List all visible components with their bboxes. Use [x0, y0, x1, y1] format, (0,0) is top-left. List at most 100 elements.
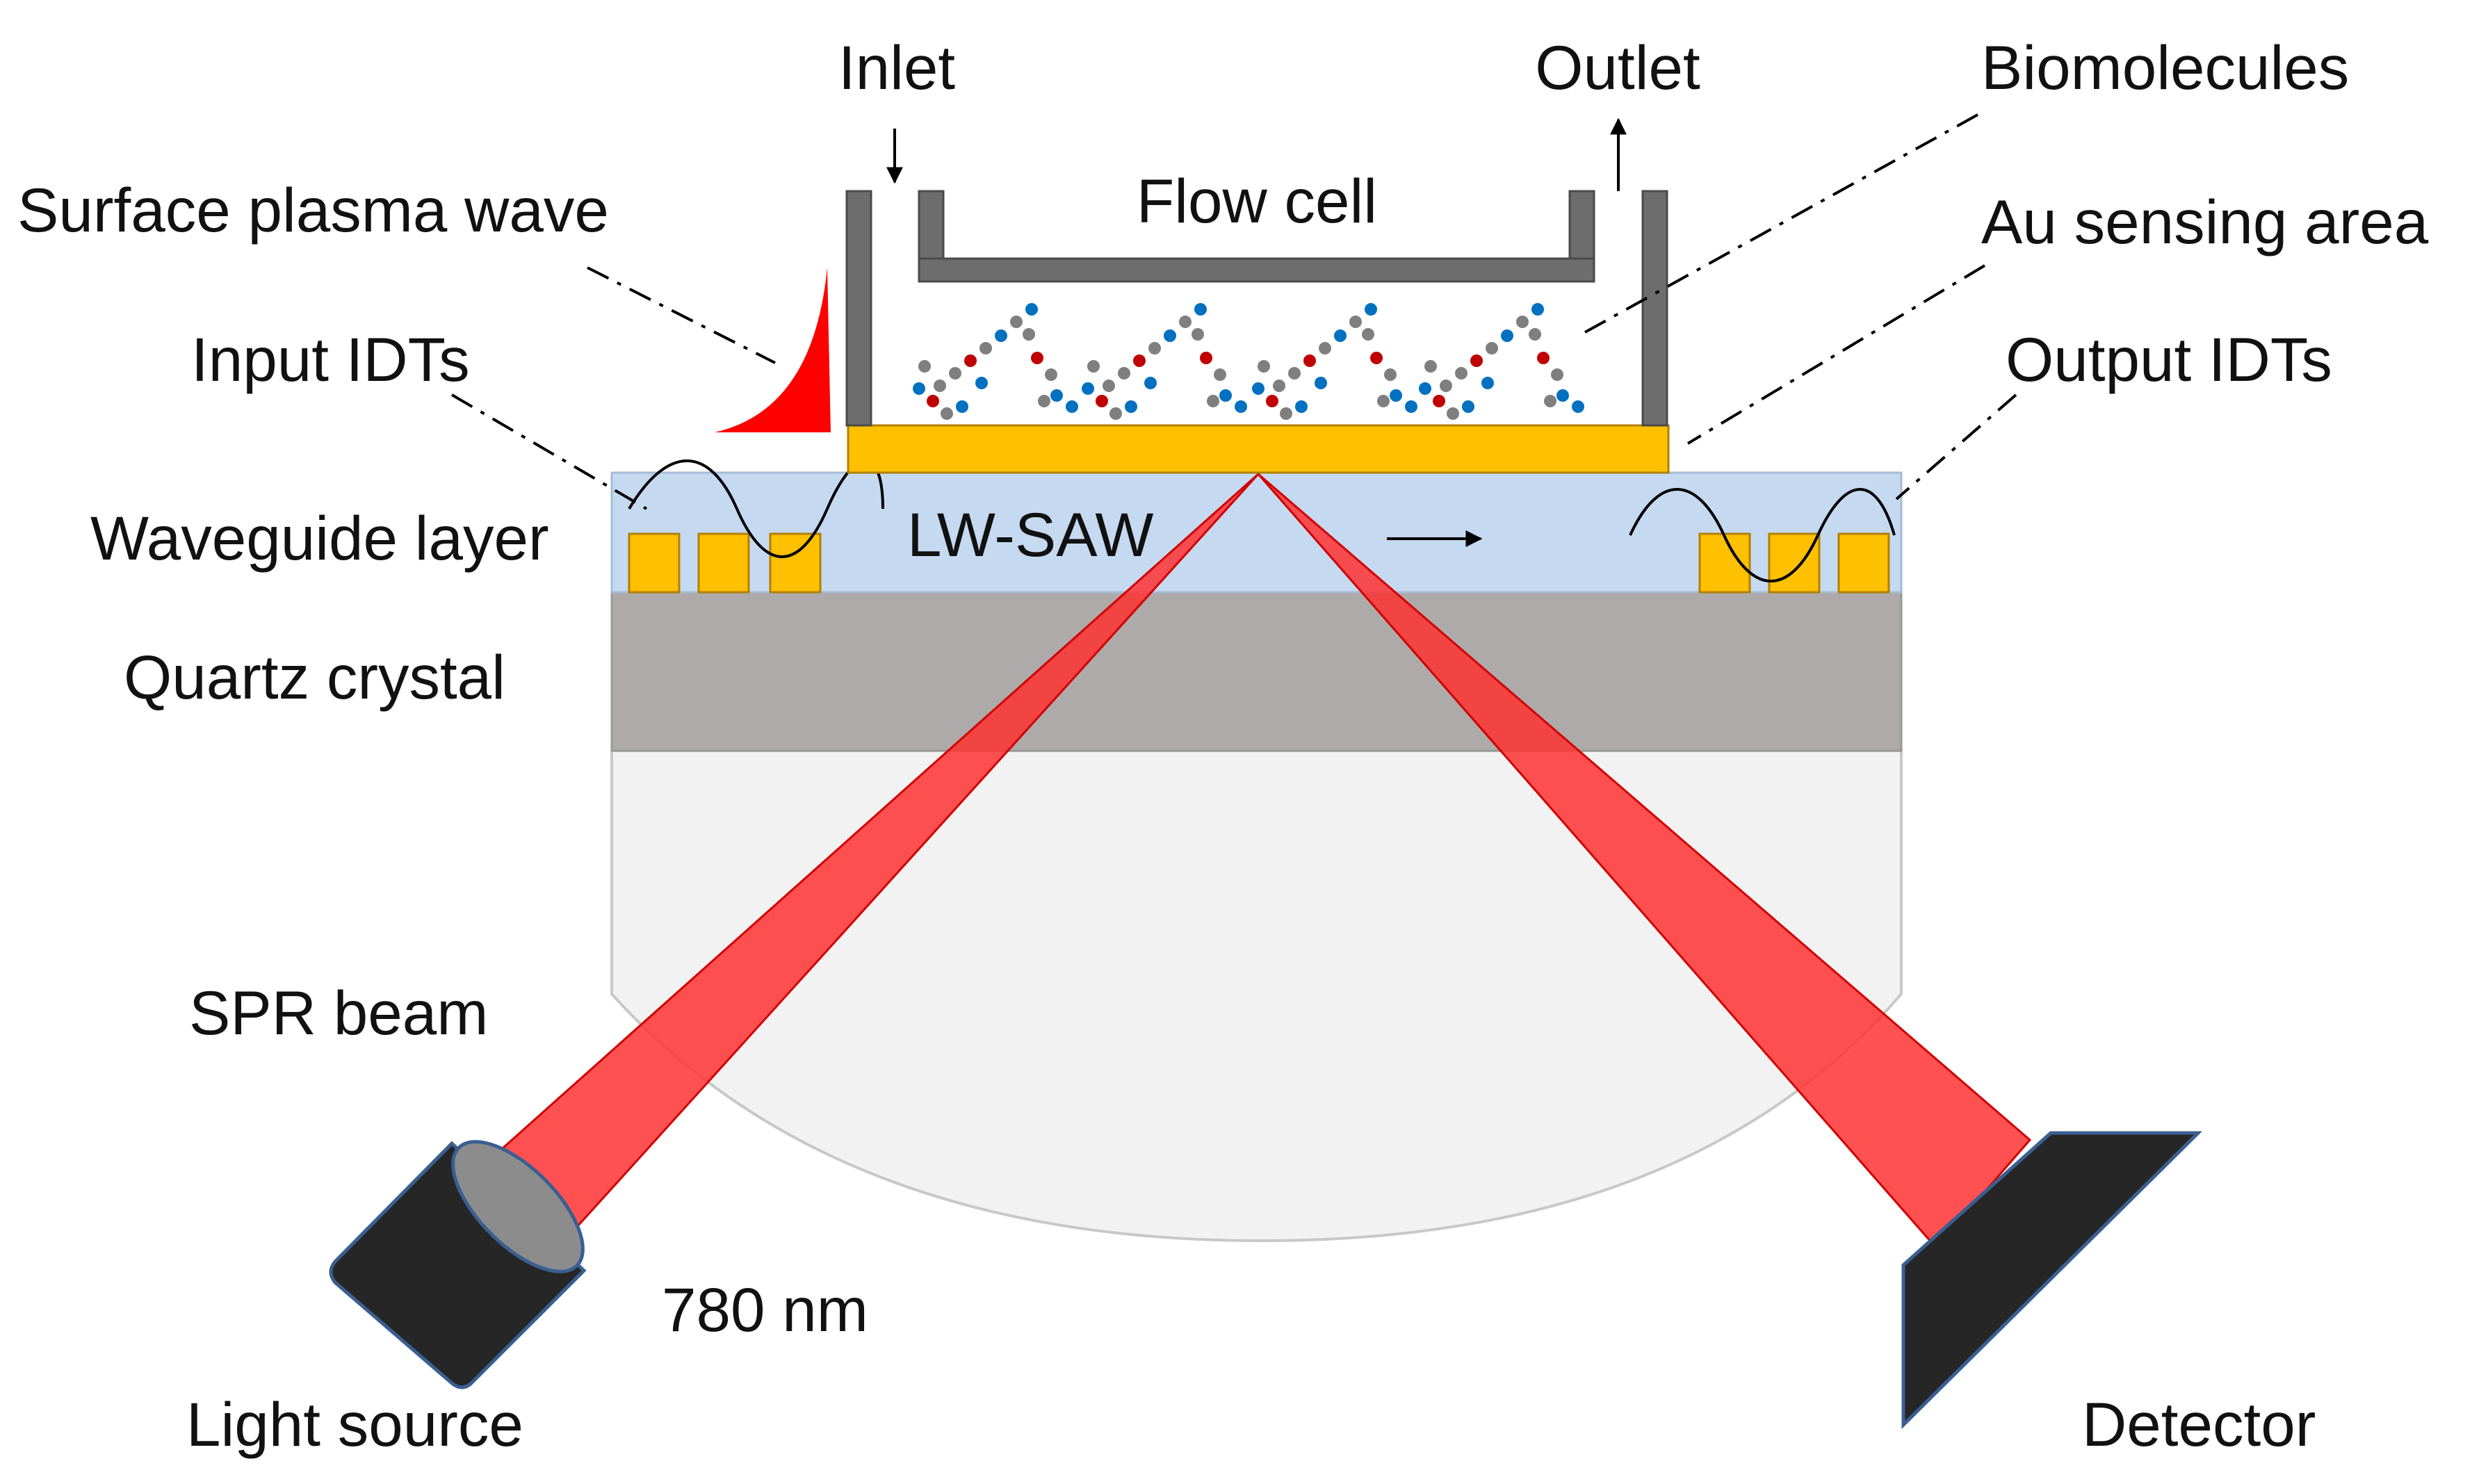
molecule-dot [1384, 368, 1397, 381]
molecule-dot [1377, 395, 1390, 407]
molecule-dot [1365, 303, 1377, 316]
label-light-source: Light source [186, 1389, 523, 1459]
molecule-dot [1023, 328, 1035, 341]
molecule-dot [1440, 380, 1452, 392]
molecule-dot [1025, 303, 1038, 316]
molecule-dot [1544, 395, 1556, 407]
molecule-dot [1572, 400, 1584, 413]
label-output-idts: Output IDTs [2006, 325, 2332, 394]
flow-cell-lid [918, 257, 1595, 283]
prism [610, 749, 1903, 1243]
molecule-dot [1529, 328, 1541, 341]
detector-icon [1901, 1131, 2203, 1429]
molecule-dot [934, 380, 946, 392]
molecule-dot [1551, 368, 1563, 381]
label-au-sensing-area: Au sensing area [1981, 187, 2429, 256]
waveguide-layer [610, 471, 1903, 594]
molecule-dot [1419, 382, 1431, 395]
molecule-dot [1470, 354, 1483, 367]
molecule-dot [1164, 329, 1176, 342]
molecule-dot [1537, 352, 1550, 364]
molecule-dot [1207, 395, 1219, 407]
molecule-dot [1447, 407, 1459, 420]
molecule-dot [1362, 328, 1374, 341]
idt-electrode [1768, 532, 1821, 594]
molecule-dot [1319, 342, 1331, 354]
molecule-dot [1481, 377, 1494, 389]
molecule-dot [1486, 342, 1498, 354]
molecule-dot [1501, 329, 1513, 342]
biomolecules [913, 303, 1584, 420]
molecule-dot [956, 400, 968, 413]
molecule-dot [1516, 316, 1529, 328]
molecule-dot [949, 367, 961, 380]
molecule-dot [1103, 380, 1115, 392]
molecule-dot [1280, 407, 1292, 420]
flow-cell [845, 190, 1668, 427]
molecule-dot [1082, 382, 1094, 395]
label-biomolecules: Biomolecules [1981, 33, 2349, 102]
label-lw-saw: LW-SAW [907, 500, 1153, 569]
output-wave-icon [1629, 488, 1896, 582]
leader-surface-plasma-wave [587, 266, 776, 364]
molecule-dot [1031, 352, 1043, 364]
molecule-dot [964, 354, 977, 367]
molecule-dot [1214, 368, 1226, 381]
molecule-dot [1455, 367, 1467, 380]
molecule-dot [1125, 400, 1137, 413]
molecule-dot [1405, 400, 1417, 413]
flow-cell-right-wall [1641, 190, 1668, 427]
molecule-dot [1295, 400, 1308, 413]
molecule-dot [1349, 316, 1362, 328]
flow-cell-left-wall [845, 190, 872, 427]
molecule-dot [1133, 354, 1146, 367]
molecule-dot [1192, 328, 1204, 341]
molecule-dot [979, 342, 992, 354]
molecule-dot [1235, 400, 1247, 413]
molecule-dot [927, 395, 939, 407]
molecule-dot [1531, 303, 1544, 316]
label-waveguide-layer: Waveguide layer [90, 503, 549, 573]
label-spr-beam: SPR beam [189, 978, 488, 1047]
output-idt-electrodes [1698, 532, 1890, 594]
molecule-dot [918, 360, 931, 373]
molecule-dot [1050, 389, 1063, 402]
molecule-dot [995, 329, 1007, 342]
molecule-dot [1303, 354, 1316, 367]
molecule-dot [1433, 395, 1445, 407]
molecule-dot [1315, 377, 1327, 389]
molecule-dot [1288, 367, 1301, 380]
label-wavelength: 780 nm [662, 1275, 868, 1344]
molecule-dot [1096, 395, 1108, 407]
molecule-dot [1179, 316, 1192, 328]
input-idt-electrodes [628, 532, 822, 594]
molecule-dot [941, 407, 953, 420]
molecule-dot [1424, 360, 1437, 373]
idt-electrode [628, 532, 681, 594]
molecule-dot [913, 382, 925, 395]
molecule-dot [1258, 360, 1270, 373]
molecule-dot [1219, 389, 1232, 402]
molecule-dot [1010, 316, 1023, 328]
light-source-icon [329, 1140, 587, 1389]
label-outlet: Outlet [1535, 33, 1700, 102]
molecule-dot [1370, 352, 1383, 364]
molecule-dot [1266, 395, 1278, 407]
label-input-idts: Input IDTs [191, 325, 470, 394]
molecule-dot [1148, 342, 1161, 354]
idt-electrode [1837, 532, 1890, 594]
label-quartz-crystal: Quartz crystal [124, 642, 505, 712]
molecule-dot [1273, 380, 1285, 392]
molecule-dot [1087, 360, 1100, 373]
molecule-dot [1045, 368, 1057, 381]
molecule-dot [1200, 352, 1212, 364]
label-inlet: Inlet [838, 33, 955, 102]
leader-au-sensing-area [1686, 264, 1986, 445]
leader-biomolecules [1584, 113, 1978, 334]
molecule-dot [1556, 389, 1569, 402]
idt-electrode [697, 532, 750, 594]
label-detector: Detector [2082, 1389, 2316, 1459]
label-flow-cell: Flow cell [1137, 166, 1377, 236]
leader-input-idts [450, 393, 648, 510]
